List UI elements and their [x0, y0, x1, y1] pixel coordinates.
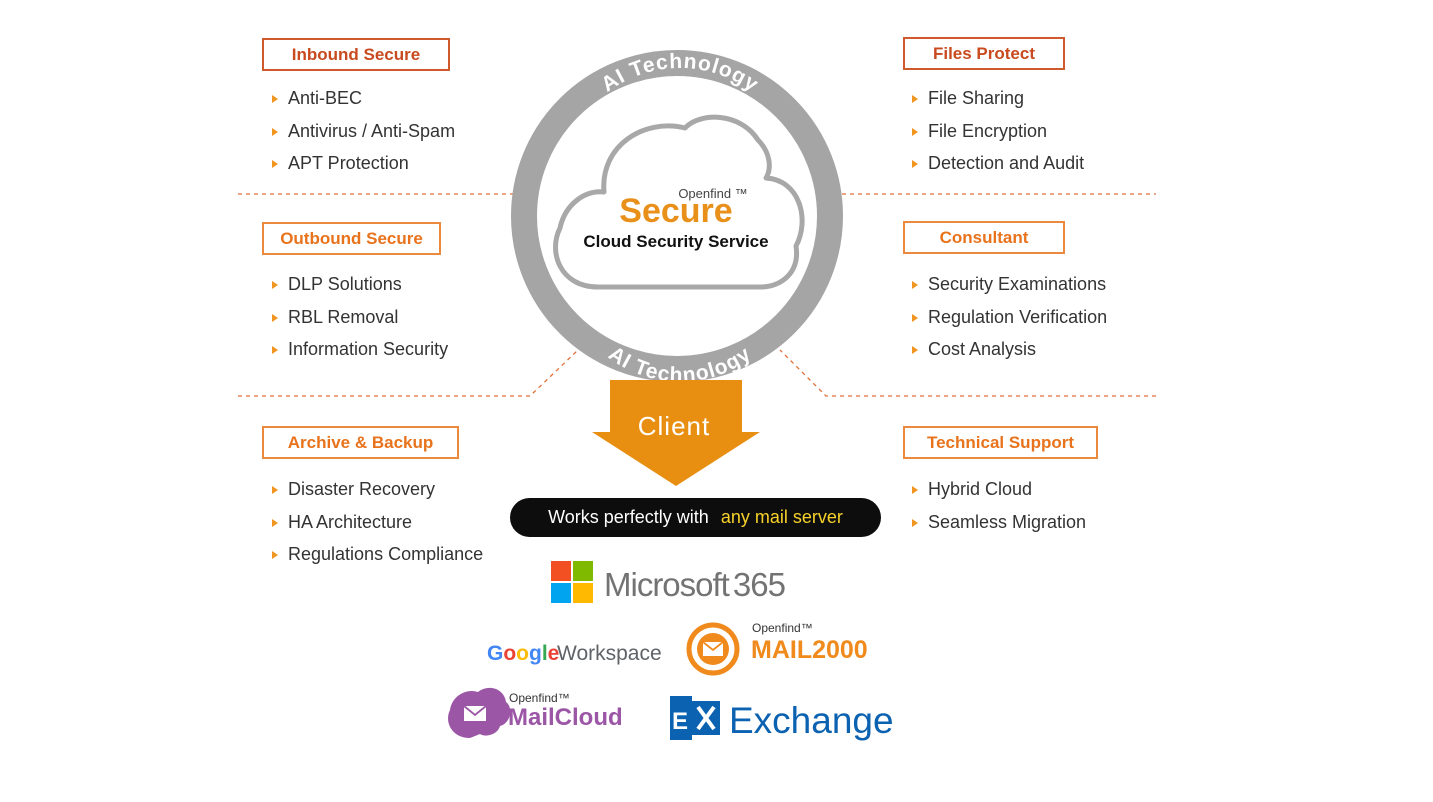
mail2000-small: Openfind™ — [752, 621, 813, 635]
bullet-icon — [912, 346, 918, 355]
bullet-icon — [272, 95, 278, 103]
svg-text:Google: Google — [487, 642, 559, 665]
list-item: Regulation Verification — [911, 301, 1107, 334]
section-title-archive-backup: Archive & Backup — [262, 426, 459, 459]
list-item: File Encryption — [911, 115, 1084, 148]
list-archive-backup: Disaster Recovery HA Architecture Regula… — [271, 473, 483, 571]
google-workspace-suffix: Workspace — [557, 642, 662, 665]
list-item: Cost Analysis — [911, 333, 1107, 366]
list-item: APT Protection — [271, 147, 455, 180]
ms-square-yellow — [573, 583, 593, 603]
bullet-icon — [912, 127, 918, 136]
list-item: File Sharing — [911, 82, 1084, 115]
bullet-icon — [272, 281, 278, 289]
list-consultant: Security Examinations Regulation Verific… — [911, 268, 1107, 366]
mailcloud-small: Openfind™ — [509, 691, 570, 705]
tagline-pill: Works perfectly with any mail server — [510, 498, 881, 537]
exchange-icon — [670, 696, 692, 740]
exchange-logo: E Exchange — [670, 696, 894, 741]
list-item: Disaster Recovery — [271, 473, 483, 506]
ms-square-blue — [551, 583, 571, 603]
list-item: HA Architecture — [271, 506, 483, 539]
bullet-icon — [912, 160, 918, 169]
bullet-icon — [272, 127, 278, 136]
list-item: Regulations Compliance — [271, 538, 483, 571]
bullet-icon — [912, 518, 918, 527]
bullet-icon — [912, 281, 918, 289]
service-label: Cloud Security Service — [583, 232, 768, 251]
client-label: Client — [638, 411, 710, 441]
list-inbound-secure: Anti-BEC Antivirus / Anti-Spam APT Prote… — [271, 82, 455, 180]
list-item: Information Security — [271, 333, 448, 366]
list-item: RBL Removal — [271, 301, 448, 334]
list-item: Anti-BEC — [271, 82, 455, 115]
bullet-icon — [272, 518, 278, 527]
list-files-protect: File Sharing File Encryption Detection a… — [911, 82, 1084, 180]
bullet-icon — [912, 95, 918, 103]
exchange-name: Exchange — [729, 700, 894, 741]
list-item: Antivirus / Anti-Spam — [271, 115, 455, 148]
central-graphic: AI Technology AI Technology Openfind ™ S… — [511, 50, 843, 486]
mail2000-icon — [686, 622, 740, 676]
bullet-icon — [272, 160, 278, 169]
list-technical-support: Hybrid Cloud Seamless Migration — [911, 473, 1086, 538]
bullet-icon — [272, 346, 278, 355]
svg-text:E: E — [672, 708, 688, 735]
ms-brand: Microsoft — [604, 566, 730, 603]
ms-square-red — [551, 561, 571, 581]
list-outbound-secure: DLP Solutions RBL Removal Information Se… — [271, 268, 448, 366]
list-item: DLP Solutions — [271, 268, 448, 301]
ms-square-green — [573, 561, 593, 581]
brand-small: Openfind ™ — [678, 186, 747, 201]
list-item: Security Examinations — [911, 268, 1107, 301]
ms-version: 365 — [733, 566, 785, 603]
section-title-consultant: Consultant — [903, 221, 1065, 254]
mailcloud-name: MailCloud — [508, 704, 623, 731]
ai-ring — [511, 50, 843, 382]
list-item: Seamless Migration — [911, 506, 1086, 539]
google-workspace-logo: Google Workspace — [487, 642, 662, 665]
tagline-prefix: Works perfectly with — [548, 507, 709, 527]
list-item: Detection and Audit — [911, 147, 1084, 180]
tagline-highlight: any mail server — [720, 507, 843, 527]
mail2000-name: MAIL2000 — [751, 636, 868, 664]
section-title-inbound-secure: Inbound Secure — [262, 38, 450, 71]
brand-secure: Secure — [619, 192, 732, 230]
bullet-icon — [272, 313, 278, 322]
bullet-icon — [272, 486, 278, 494]
section-title-files-protect: Files Protect — [903, 37, 1065, 70]
mailcloud-logo: Openfind™ MailCloud — [448, 687, 623, 738]
bullet-icon — [912, 486, 918, 494]
client-arrow — [592, 380, 760, 486]
section-title-technical-support: Technical Support — [903, 426, 1098, 459]
list-item: Hybrid Cloud — [911, 473, 1086, 506]
bullet-icon — [272, 551, 278, 560]
cloud-icon — [553, 114, 805, 290]
section-title-outbound-secure: Outbound Secure — [262, 222, 441, 255]
mail2000-logo: Openfind™ MAIL2000 — [686, 621, 868, 676]
bullet-icon — [912, 313, 918, 322]
